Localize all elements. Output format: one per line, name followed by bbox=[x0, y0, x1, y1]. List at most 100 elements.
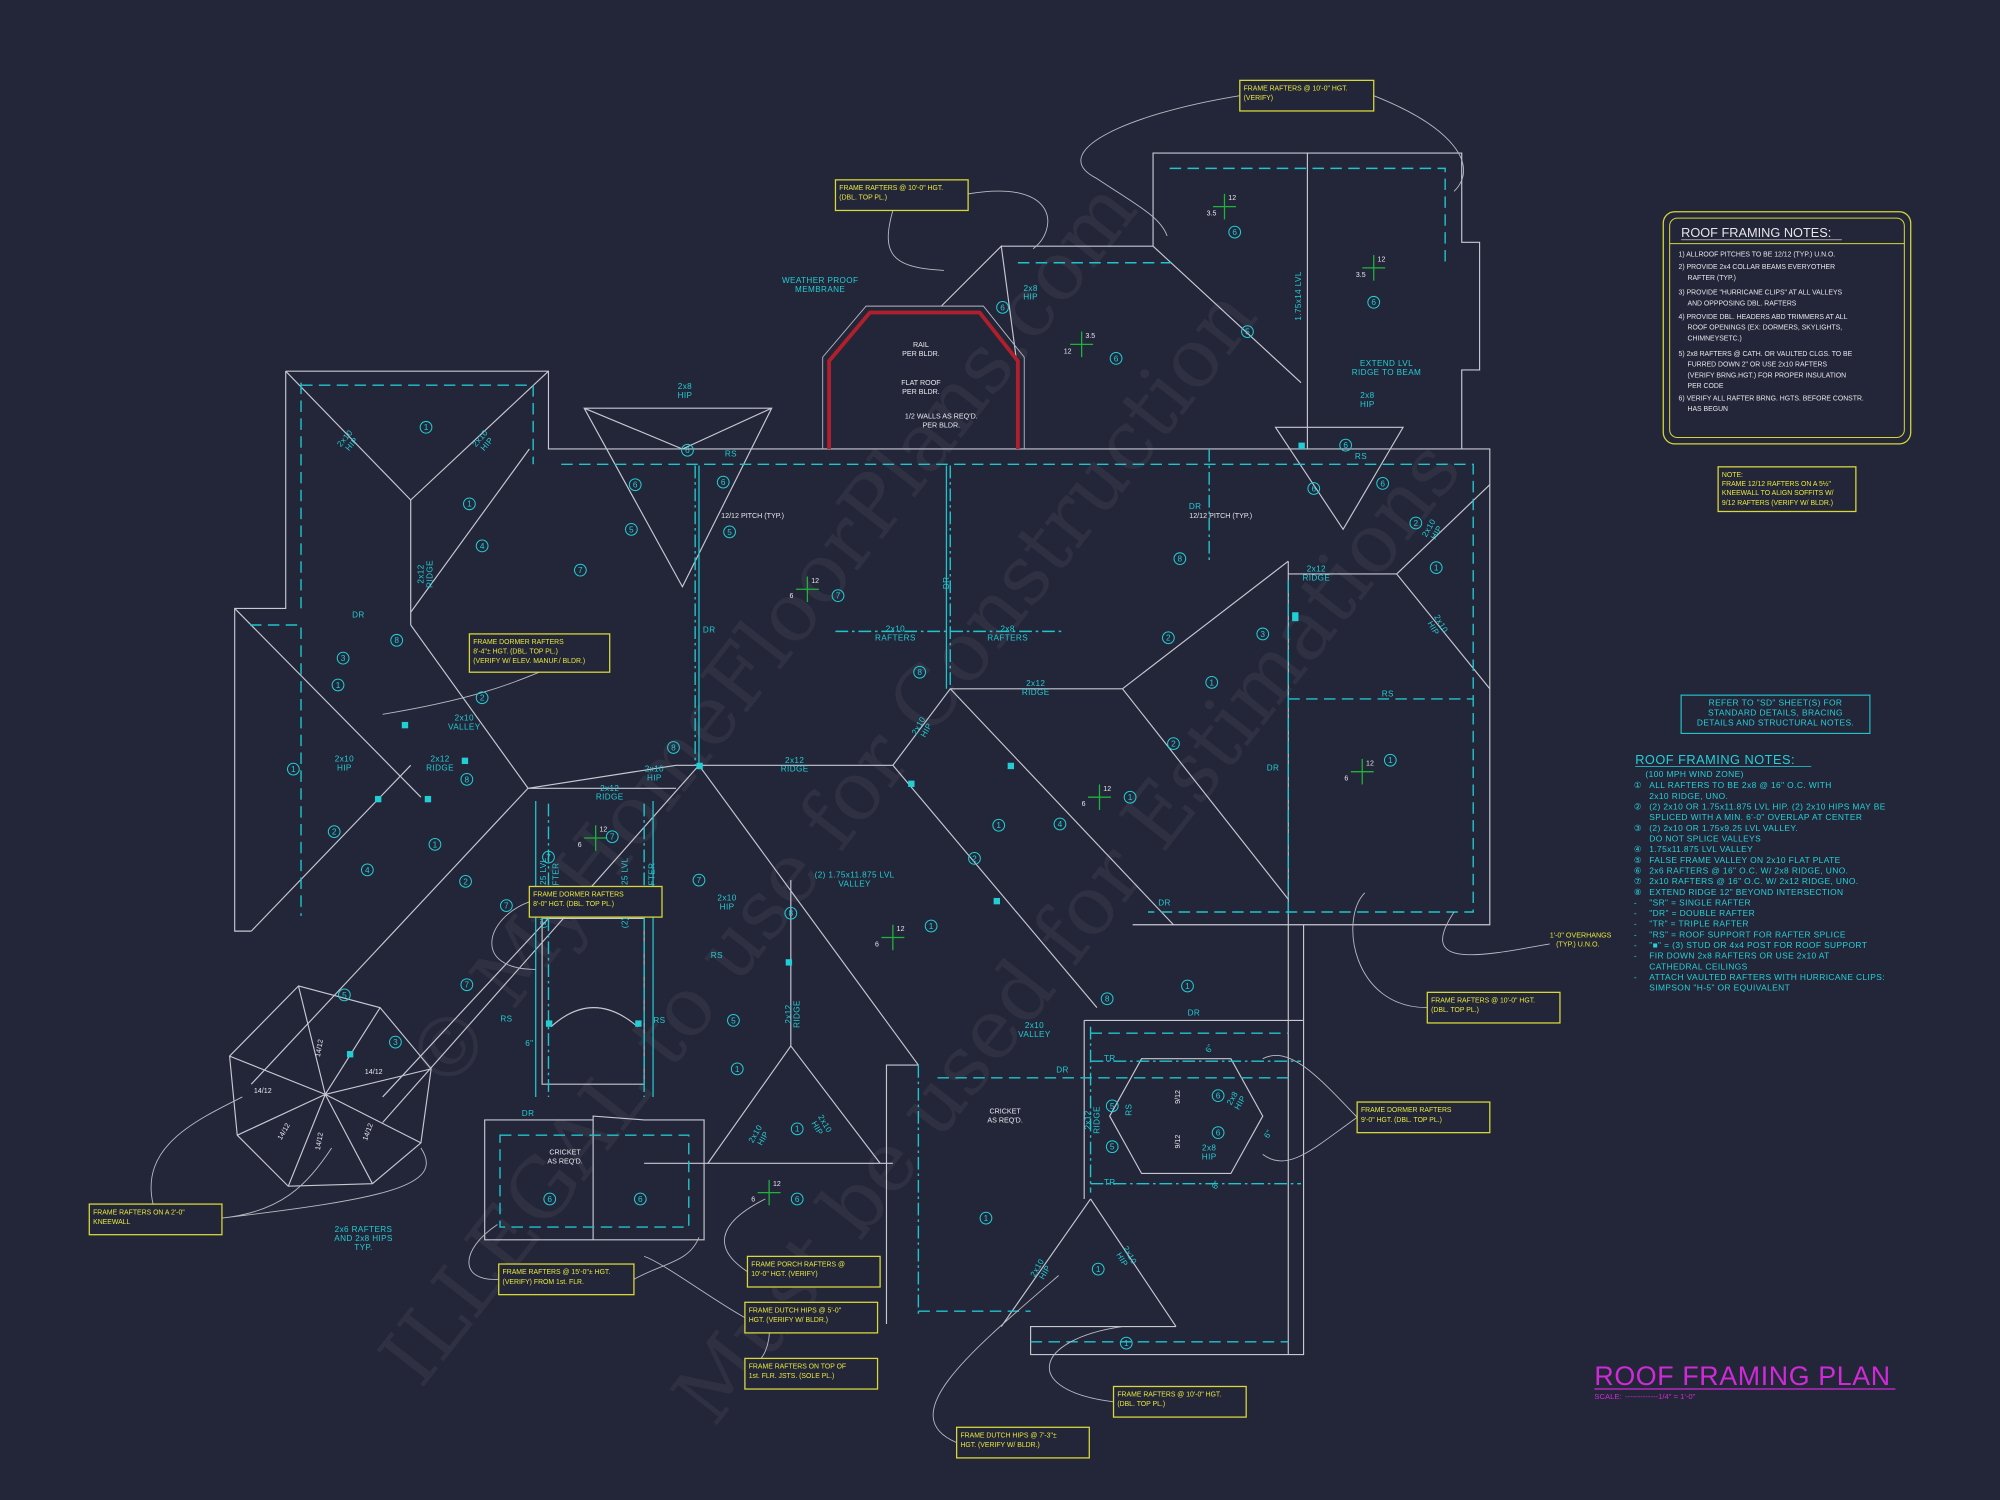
label-line: RIDGE bbox=[426, 763, 454, 772]
label-line: 2x10 bbox=[886, 624, 905, 633]
framing-key-number: 6 bbox=[1343, 440, 1348, 450]
label-line: RS bbox=[1382, 689, 1394, 698]
label-line: DR bbox=[1189, 502, 1202, 511]
label-line: DR bbox=[1188, 1008, 1201, 1017]
legend-text: "TR" = TRIPLE RAFTER bbox=[1649, 919, 1749, 929]
framing-key-marker: 5 bbox=[1105, 1099, 1119, 1113]
framing-key-marker: 1 bbox=[1205, 676, 1219, 689]
label-line: HIP bbox=[1360, 400, 1375, 409]
pitch-run: 12 bbox=[1064, 348, 1072, 355]
framing-key-marker: 1 bbox=[1181, 979, 1194, 993]
framing-key-marker: 4 bbox=[1053, 817, 1067, 831]
framing-label: DR bbox=[1188, 1008, 1201, 1017]
framing-key-marker: 6 bbox=[681, 443, 694, 457]
notes-item-line: AND OPPPOSING DBL. RAFTERS bbox=[1688, 300, 1797, 307]
framing-key-number: 6 bbox=[547, 1194, 552, 1204]
label-line: HIP bbox=[337, 763, 352, 772]
framing-key-number: 6 bbox=[638, 1194, 643, 1204]
framing-key-number: 5 bbox=[629, 524, 634, 534]
framing-key-number: 6 bbox=[1000, 302, 1005, 312]
legend-text: "DR" = DOUBLE RAFTER bbox=[1649, 908, 1755, 918]
framing-label: DR bbox=[1056, 1066, 1069, 1075]
legend-heading: ROOF FRAMING NOTES: bbox=[1635, 752, 1795, 767]
callout-line: FRAME DORMER RAFTERS bbox=[1361, 1107, 1452, 1114]
drawing-title: ROOF FRAMING PLAN bbox=[1594, 1361, 1890, 1391]
label-line: RS bbox=[711, 951, 723, 960]
legend-text: FIR DOWN 2x8 RAFTERS OR USE 2x10 AT bbox=[1649, 951, 1829, 961]
label-line: 2x10 bbox=[1025, 1021, 1044, 1030]
general-roof-framing-notes: ROOF FRAMING NOTES: 1) ALLROOF PITCHES T… bbox=[1662, 211, 1912, 445]
framing-key-marker: 8 bbox=[460, 772, 474, 786]
framing-key-number: 6 bbox=[633, 480, 638, 490]
framing-key-marker: 8 bbox=[784, 906, 798, 920]
legend-text: "SR" = SINGLE RAFTER bbox=[1649, 897, 1751, 907]
framing-key-number: 3 bbox=[393, 1037, 398, 1047]
callout-line: FRAME RAFTERS @ 10'-0" HGT. bbox=[839, 185, 943, 192]
callout-line: (VERIFY) bbox=[1244, 95, 1273, 102]
note-line: FRAME 12/12 RAFTERS ON A 5½" bbox=[1722, 480, 1832, 488]
legend-key: ⑤ bbox=[1634, 855, 1642, 865]
pitch-rise: 12 bbox=[897, 926, 905, 933]
framing-key-marker: 5 bbox=[727, 1014, 740, 1027]
framing-key-number: 8 bbox=[394, 635, 399, 645]
label-line: 2x10 bbox=[335, 754, 354, 763]
label-line: 1/2 WALLS AS REQ'D. bbox=[905, 412, 978, 420]
framing-key-number: 6 bbox=[1216, 1128, 1221, 1138]
pitch-rise: 12 bbox=[773, 1181, 781, 1188]
pitch-rise: 12 bbox=[599, 827, 607, 834]
notes-item-line: 3) PROVIDE "HURRICANE CLIPS" AT ALL VALL… bbox=[1679, 290, 1843, 297]
legend-text: DO NOT SPLICE VALLEYS bbox=[1649, 834, 1761, 844]
lower-hips bbox=[382, 764, 1177, 1327]
label-line: VALLEY bbox=[448, 723, 481, 732]
framing-key-number: 6 bbox=[1371, 297, 1376, 307]
framing-key-marker: 8 bbox=[1173, 552, 1187, 566]
framing-key-marker: 1 bbox=[286, 762, 300, 776]
label-line: 2x12 bbox=[1307, 564, 1326, 573]
label-line: AS REQ'D. bbox=[547, 1157, 582, 1165]
annotation-label: 14/12 bbox=[365, 1068, 383, 1076]
framing-key-marker: 6 bbox=[1376, 477, 1390, 490]
label-line: 2x6 RAFTERS bbox=[335, 1225, 393, 1234]
callout-line: 10'-0" HGT. (VERIFY) bbox=[751, 1271, 817, 1278]
overhang-note-line: (TYP.) U.N.O. bbox=[1556, 940, 1599, 948]
framing-key-marker: 1 bbox=[1123, 790, 1137, 804]
label-line: 2x8 bbox=[678, 382, 692, 391]
label-line: RIDGE bbox=[425, 560, 434, 588]
framing-key-number: 3 bbox=[1260, 629, 1265, 639]
framing-key-marker: 2 bbox=[327, 825, 341, 839]
label-line: DR bbox=[1056, 1066, 1069, 1075]
framing-key-number: 1 bbox=[795, 1124, 800, 1134]
legend-wind-zone: (100 MPH WIND ZONE) bbox=[1645, 769, 1743, 779]
pitch-rise: 12 bbox=[1228, 195, 1236, 202]
framing-key-marker: 7 bbox=[499, 899, 513, 912]
label-line: RAFTER bbox=[647, 863, 656, 898]
label-line: 14/12 bbox=[314, 1132, 325, 1151]
framing-key-number: 8 bbox=[1178, 554, 1183, 564]
label-line: AS REQ'D. bbox=[987, 1116, 1022, 1124]
callout-line: FRAME PORCH RAFTERS @ bbox=[751, 1262, 845, 1269]
legend-key: ⑥ bbox=[1634, 865, 1642, 875]
refer-sd-sheets-note: REFER TO "SD" SHEET(S) FOR STANDARD DETA… bbox=[1680, 694, 1871, 734]
framing-key-number: 8 bbox=[789, 908, 794, 918]
label-line: PER BLDR. bbox=[902, 350, 940, 358]
callout-box: FRAME PORCH RAFTERS @ 10'-0" HGT. (VERIFY… bbox=[746, 1255, 881, 1288]
framing-key-number: 2 bbox=[480, 693, 485, 703]
legend-text: SPLICED WITH A MIN. 6'-0" OVERLAP AT CEN… bbox=[1649, 812, 1862, 822]
label-line: 9/12 bbox=[1174, 1090, 1182, 1104]
framing-label: 1.75x14 LVL bbox=[1294, 271, 1303, 320]
framing-key-number: 5 bbox=[1110, 1142, 1115, 1152]
framing-label: DR bbox=[703, 626, 716, 635]
notes-item-line: 1) ALLROOF PITCHES TO BE 12/12 (TYP.) U.… bbox=[1679, 251, 1836, 258]
framing-key-marker: 7 bbox=[692, 873, 706, 887]
framing-label: RS bbox=[500, 1015, 512, 1024]
framing-key-number: 6 bbox=[1311, 483, 1316, 493]
